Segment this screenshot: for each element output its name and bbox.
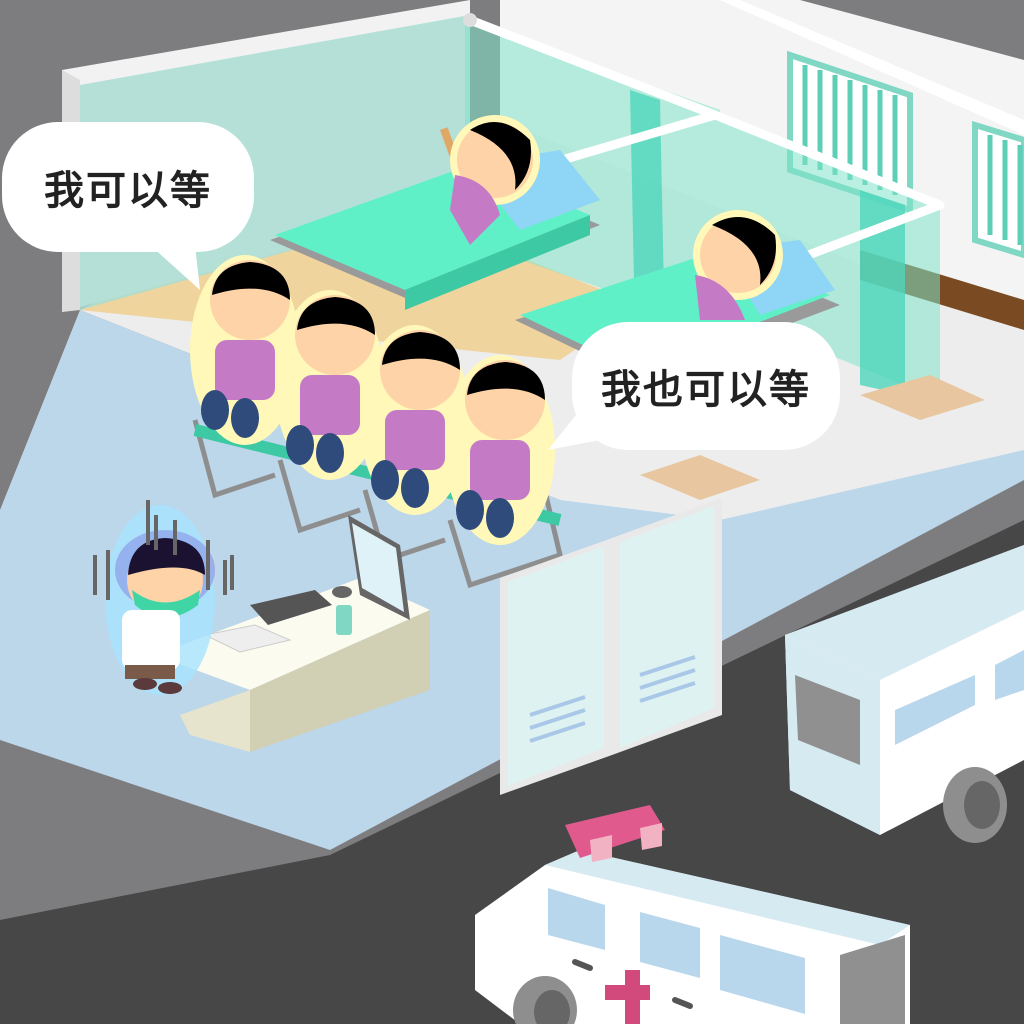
speech-bubble-2: 我也可以等 (572, 322, 840, 450)
tired-doctor (93, 500, 234, 695)
floor-mat (860, 375, 985, 420)
bubble-tail (150, 245, 200, 290)
bus (785, 545, 1024, 843)
speech-bubble-1: 我可以等 (2, 122, 254, 252)
speech-bubble-text: 我可以等 (44, 168, 212, 214)
entrance-doors (500, 498, 722, 795)
wall-top-edge (720, 0, 1024, 135)
window (972, 120, 1024, 259)
keyboard (250, 590, 332, 625)
bed-patient-2 (693, 210, 783, 320)
waiting-patient-1 (190, 255, 300, 445)
ambulance (475, 805, 910, 1024)
siren-light (565, 805, 665, 858)
red-cross-icon (605, 970, 650, 1024)
bed-patient-1 (450, 115, 540, 245)
mouse (332, 586, 352, 598)
bubble-tail (548, 410, 600, 450)
speech-bubble-text: 我也可以等 (601, 367, 811, 413)
waiting-patient-4 (445, 355, 555, 545)
roof-gap (500, 0, 1024, 60)
doctor-desk (155, 515, 430, 752)
pen-cup (336, 605, 352, 635)
waiting-patient-2 (275, 290, 385, 480)
waiting-patient-3 (360, 325, 470, 515)
stress-lines-icon (93, 500, 234, 600)
floor-mat (640, 455, 760, 500)
